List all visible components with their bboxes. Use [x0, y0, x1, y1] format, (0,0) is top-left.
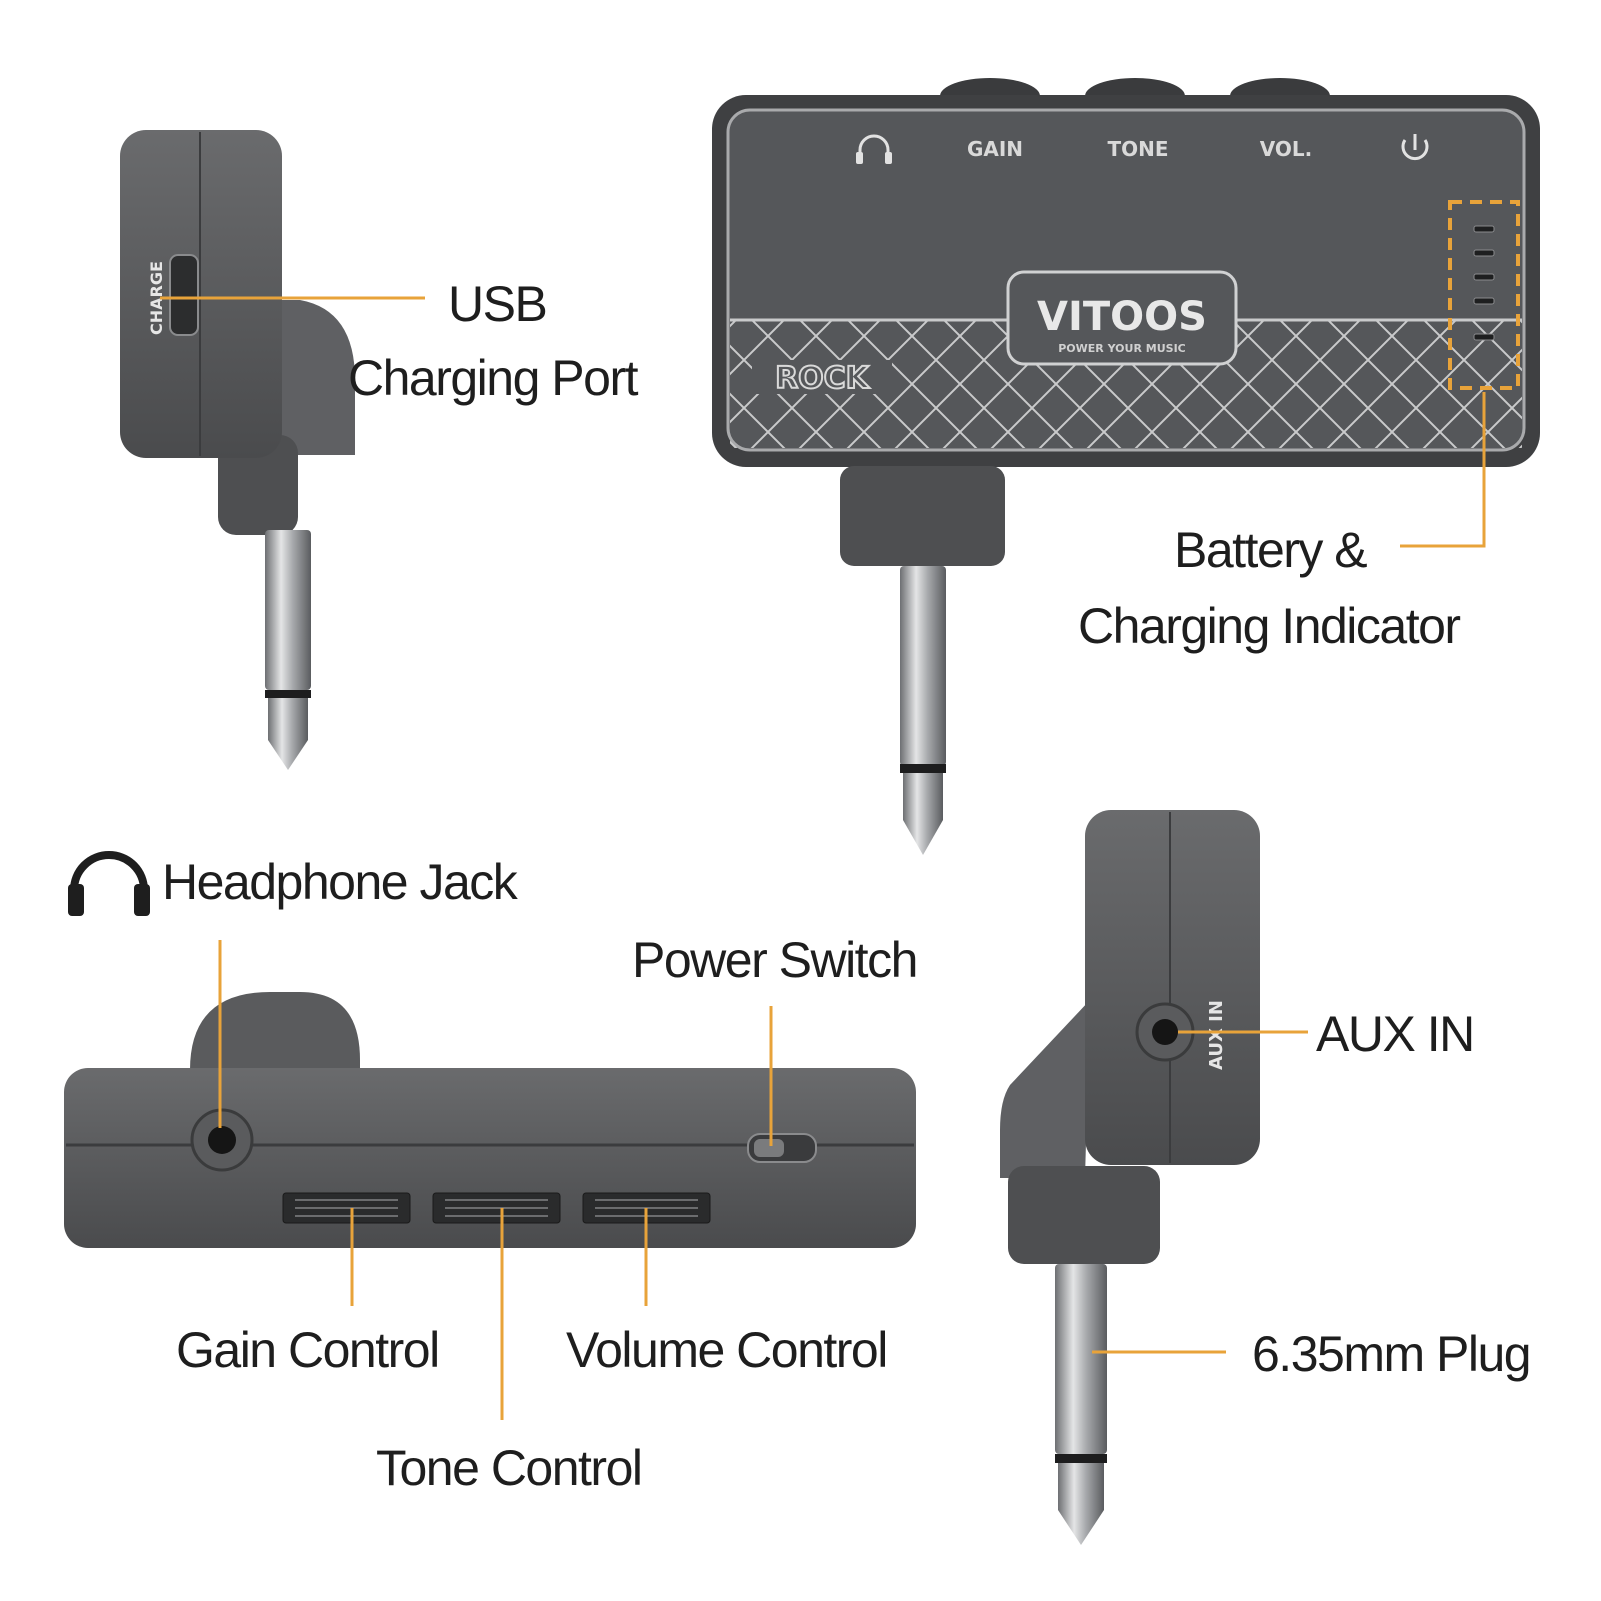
usb-label-line1: USB [448, 276, 548, 332]
aux-label: AUX IN [1316, 1006, 1475, 1062]
aux-side-device: AUX IN [1000, 810, 1260, 1545]
front-panel-device: VITOOS POWER YOUR MUSIC ROCK GAIN TONE V… [712, 78, 1540, 855]
power-label: Power Switch [632, 932, 918, 988]
usb-port [169, 254, 199, 336]
rock-logo: ROCK [775, 361, 871, 396]
panel-headphone-icon [856, 134, 892, 164]
usb-label-line2: Charging Port [348, 350, 639, 406]
tone-label: Tone Control [376, 1440, 643, 1496]
volume-label: Volume Control [566, 1322, 888, 1378]
battery-led-bars [1473, 225, 1495, 341]
battery-leader-line [1400, 392, 1486, 548]
headphone-label: Headphone Jack [162, 854, 518, 910]
battery-label-line2: Charging Indicator [1078, 598, 1461, 654]
brand-slogan: POWER YOUR MUSIC [1058, 342, 1185, 355]
gain-marking: GAIN [967, 137, 1023, 161]
indicator-highlight-box [1448, 200, 1520, 390]
usb-side-device: CHARGE [120, 130, 355, 770]
plug-label: 6.35mm Plug [1252, 1326, 1532, 1382]
charge-marking: CHARGE [147, 261, 166, 335]
tone-marking: TONE [1107, 137, 1168, 161]
aux-in-marking: AUX IN [1206, 1000, 1227, 1070]
battery-label-line1: Battery & [1174, 522, 1368, 578]
brand-logo: VITOOS [1037, 294, 1207, 340]
gain-label: Gain Control [176, 1322, 440, 1378]
vol-marking: VOL. [1260, 137, 1312, 161]
headphone-icon [68, 851, 150, 916]
control-edge-device [64, 992, 916, 1248]
panel-power-icon [1401, 134, 1429, 161]
